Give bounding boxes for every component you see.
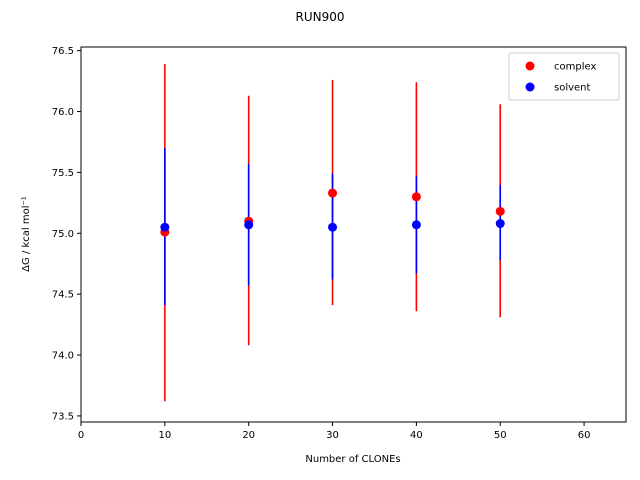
legend: complex solvent	[508, 52, 620, 101]
plot-frame	[80, 46, 627, 423]
y-tick-label: 76.5	[52, 46, 74, 57]
chart-title: RUN900	[295, 10, 344, 24]
y-tick-label: 76.0	[52, 107, 74, 118]
y-tick-label: 74.5	[52, 290, 74, 301]
solvent-point	[328, 222, 338, 232]
y-axis: 73.5 74.0 74.5 75.0 75.5 76.0 76.5	[52, 46, 81, 422]
y-tick-label: 75.0	[52, 229, 74, 240]
solvent-point	[160, 222, 170, 232]
legend-marker-solvent	[525, 82, 535, 92]
data-points	[160, 188, 505, 237]
x-axis-title: Number of CLONEs	[305, 454, 400, 465]
x-tick-label: 50	[494, 430, 507, 441]
y-axis-title: ΔG / kcal mol⁻¹	[21, 196, 32, 272]
error-bars	[164, 64, 502, 402]
x-tick-label: 60	[578, 430, 591, 441]
complex-point	[495, 206, 505, 216]
legend-box	[508, 52, 620, 101]
x-tick-label: 20	[242, 430, 255, 441]
x-tick-label: 0	[78, 430, 84, 441]
legend-label-solvent: solvent	[554, 83, 591, 94]
y-tick-label: 73.5	[52, 411, 74, 422]
solvent-point	[411, 220, 421, 230]
y-tick-label: 75.5	[52, 168, 74, 179]
y-tick-label: 74.0	[52, 351, 74, 362]
complex-point	[411, 192, 421, 202]
x-tick-label: 10	[158, 430, 171, 441]
solvent-point	[495, 219, 505, 229]
x-tick-label: 30	[326, 430, 339, 441]
legend-label-complex: complex	[554, 62, 596, 73]
solvent-point	[244, 220, 254, 230]
x-tick-label: 40	[410, 430, 423, 441]
legend-marker-complex	[525, 61, 535, 71]
complex-point	[328, 188, 338, 198]
x-axis: 0 10 20 30 40 50 60	[78, 422, 591, 441]
